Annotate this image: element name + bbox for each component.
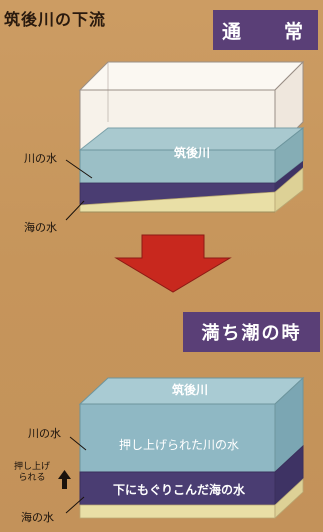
transition-arrow bbox=[114, 234, 232, 293]
high-sea-water-callout: 海の水 bbox=[21, 511, 54, 524]
normal-river-callout-line bbox=[65, 159, 93, 179]
sea-water-below-label: 下にもぐりこんだ海の水 bbox=[113, 482, 246, 497]
high-sea-callout-line bbox=[65, 496, 85, 514]
normal-sand-side bbox=[274, 167, 304, 213]
normal-state-badge: 通 常 bbox=[213, 10, 318, 50]
pushed-up-callout: 押し上げ られる bbox=[14, 462, 50, 484]
pushed-up-line1: 押し上げ bbox=[14, 462, 51, 472]
high-river-label: 筑後川 bbox=[172, 382, 208, 397]
normal-box-top-face bbox=[78, 61, 305, 91]
pushed-up-line2: られる bbox=[18, 473, 46, 483]
page-title: 筑後川の下流 bbox=[4, 10, 107, 29]
high-tide-badge: 満ち潮の時 bbox=[183, 312, 320, 352]
normal-river-water-callout: 川の水 bbox=[24, 152, 57, 165]
high-sand-front bbox=[79, 504, 276, 519]
normal-sea-callout-line bbox=[65, 200, 85, 221]
normal-river-label: 筑後川 bbox=[174, 145, 210, 160]
high-sand-side bbox=[274, 478, 304, 519]
high-river-callout-line bbox=[69, 436, 87, 451]
normal-sea-water-callout: 海の水 bbox=[24, 221, 57, 234]
push-up-arrow bbox=[58, 470, 71, 489]
high-river-water-callout: 川の水 bbox=[28, 427, 61, 440]
pushed-up-river-water-label: 押し上げられた川の水 bbox=[119, 438, 239, 452]
